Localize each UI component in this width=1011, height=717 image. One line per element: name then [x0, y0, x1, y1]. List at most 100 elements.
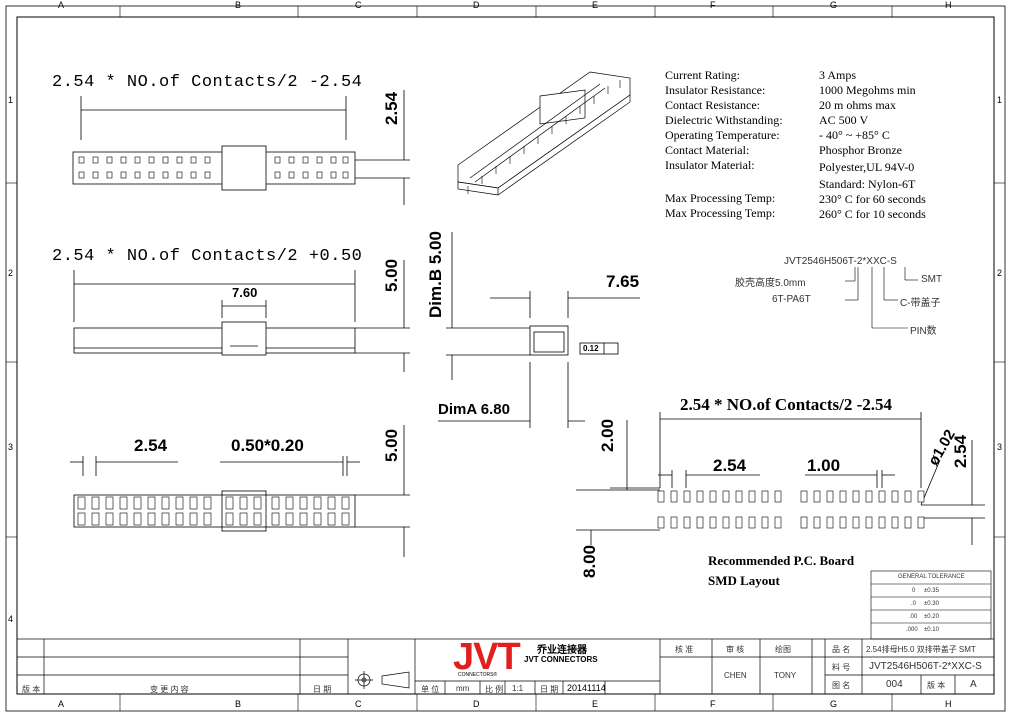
date2-label: 日 期	[540, 685, 559, 694]
spec-value: 20 m ohms max	[819, 98, 896, 112]
drafter-name: TONY	[774, 671, 797, 680]
company-name-cn: 乔业连接器	[537, 645, 587, 656]
spec-label: Dielectric Withstanding:	[665, 113, 783, 127]
scale-value: 1:1	[512, 684, 524, 693]
company-connectors-mark: CONNECTORS®	[458, 672, 498, 678]
specs-values: 3 Amps 1000 Megohms min 20 m ohms max AC…	[819, 68, 926, 222]
pcb-title-line2: SMD Layout	[708, 573, 780, 588]
zone-row-3: 3	[8, 442, 14, 452]
scale-label: 比 例	[485, 685, 504, 694]
pcb-pads	[657, 490, 925, 529]
zone-col-d-bottom: D	[473, 699, 480, 709]
zone-col-c: C	[355, 0, 362, 10]
zone-ticks	[6, 6, 1005, 711]
spec-value: 1000 Megohms min	[819, 83, 916, 97]
spec-value: 3 Amps	[819, 68, 857, 82]
zone-col-a: A	[58, 0, 65, 10]
spec-value: Standard: Nylon-6T	[819, 177, 916, 191]
unit-label: 单 位	[421, 685, 440, 694]
company-name-en: JVT CONNECTORS	[524, 655, 598, 664]
side-view-inner-dim: 7.60	[232, 285, 258, 300]
zone-col-g-bottom: G	[830, 699, 838, 709]
pn-cap-note: C-带盖子	[900, 298, 941, 309]
spec-label: Contact Resistance:	[665, 98, 760, 112]
zone-row-1-right: 1	[997, 95, 1003, 105]
bottom-view-height-dim: 5.00	[382, 428, 401, 462]
zone-row-4: 4	[8, 614, 14, 624]
reviewer-name: CHEN	[724, 671, 747, 680]
spec-value: 230° C for 60 seconds	[819, 192, 926, 206]
tolerance-val: ±0.35	[924, 588, 939, 594]
pcb-row-pitch-dim: 2.54	[951, 434, 970, 468]
pn-smt-note: SMT	[921, 274, 943, 285]
spec-value: AC 500 V	[819, 113, 869, 127]
tolerance-fmt: .00	[909, 614, 918, 620]
spec-label: Contact Material:	[665, 143, 750, 157]
drawing-no-label: 图 名	[832, 681, 851, 690]
zone-col-e-bottom: E	[592, 699, 599, 709]
company-logo: JVT	[453, 636, 521, 678]
end-view-width-dim: 7.65	[606, 272, 640, 291]
pcb-pitch-dim: 2.54	[713, 456, 747, 475]
zone-col-f-bottom: F	[710, 699, 716, 709]
end-view-dim-b: Dim.B 5.00	[426, 231, 445, 318]
version-label: 版 本	[927, 681, 946, 690]
part-no-label: 料 号	[832, 663, 851, 672]
title-block	[16, 638, 995, 695]
pcb-overall-dim: 8.00	[580, 544, 599, 578]
product-name: 2.54排母H5.0 双排带盖子 SMT	[866, 645, 976, 654]
specs-labels: Current Rating: Insulator Resistance: Co…	[665, 68, 783, 221]
top-view-pins	[78, 156, 349, 179]
approve-label: 核 准	[675, 645, 694, 654]
pn-material-note: 6T-PA6T	[772, 294, 811, 305]
pcb-layout	[576, 412, 985, 545]
unit-value: mm	[456, 684, 470, 693]
version-value: A	[970, 679, 977, 690]
spec-label: Insulator Material:	[665, 158, 755, 172]
tolerance-fmt: .000	[906, 627, 918, 633]
part-number-code: JVT2546H506T-2*XXC-S	[784, 256, 897, 267]
spec-label: Current Rating:	[665, 68, 740, 82]
zone-col-d: D	[473, 0, 480, 10]
pn-pin-note: PIN数	[910, 326, 937, 337]
spec-label: Max Processing Temp:	[665, 191, 776, 205]
zone-col-b-bottom: B	[235, 699, 242, 709]
projection-symbol-icon	[355, 671, 410, 689]
spec-value: - 40° ~ +85° C	[819, 128, 890, 142]
spec-label: Insulator Resistance:	[665, 83, 766, 97]
review-label: 审 核	[726, 645, 745, 654]
zone-col-c-bottom: C	[355, 699, 362, 709]
revision-label: 版 本	[22, 685, 41, 694]
end-view-dim-a: DimA 6.80	[438, 401, 510, 418]
zone-col-f: F	[710, 0, 716, 10]
top-view-length-label: 2.54 * NO.of Contacts/2 -2.54	[52, 73, 363, 92]
spec-value: 260° C for 10 seconds	[819, 207, 926, 221]
zone-col-h: H	[945, 0, 952, 10]
spec-value: Phosphor Bronze	[819, 143, 902, 157]
zone-col-h-bottom: H	[945, 699, 952, 709]
side-view	[73, 260, 410, 372]
pcb-title-line1: Recommended P.C. Board	[708, 553, 855, 568]
part-no: JVT2546H506T-2*XXC-S	[869, 661, 982, 672]
tolerance-val: ±0.30	[924, 601, 939, 607]
zone-col-b: B	[235, 0, 242, 10]
tolerance-val: ±0.10	[924, 627, 939, 633]
spec-label: Max Processing Temp:	[665, 206, 776, 220]
top-view	[72, 90, 410, 205]
draw-label: 绘图	[775, 645, 791, 654]
pn-leaders	[845, 267, 918, 329]
drawing-no: 004	[886, 679, 903, 690]
side-view-height-dim: 5.00	[382, 258, 401, 292]
flatness-value: 0.12	[583, 344, 599, 353]
tolerance-table	[870, 570, 992, 640]
zone-col-e: E	[592, 0, 599, 10]
side-view-length-label: 2.54 * NO.of Contacts/2 +0.50	[52, 247, 363, 266]
tolerance-fmt: .0	[911, 601, 917, 607]
pn-height-note: 胶壳高度5.0mm	[735, 278, 806, 289]
tolerance-title: GENERAL TOLERANCE	[898, 574, 965, 580]
tolerance-val: ±0.20	[924, 614, 939, 620]
outer-border	[5, 5, 1006, 712]
bottom-view	[70, 425, 410, 557]
top-view-height-dim: 2.54	[382, 91, 401, 125]
